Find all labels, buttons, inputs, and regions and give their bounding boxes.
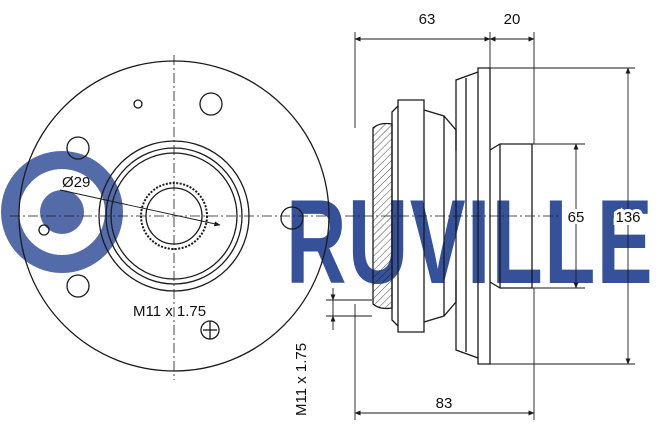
dim-83: 83 <box>436 395 453 412</box>
dim-20: 20 <box>504 11 521 28</box>
thread-label-side: M11 x 1.75 <box>293 343 310 416</box>
watermark: RUVILLE <box>1 151 654 309</box>
bolt-hole <box>280 206 304 230</box>
front-centerlines <box>10 55 326 380</box>
bolt-hole <box>199 92 223 116</box>
bolt-hole <box>66 274 90 298</box>
diameter-label: Ø29 <box>62 174 90 191</box>
dim-65: 65 <box>568 209 585 226</box>
dim-63: 63 <box>419 11 436 28</box>
watermark-logo-icon <box>1 151 123 273</box>
diameter-leader <box>59 189 221 227</box>
thread-label-front: M11 x 1.75 <box>133 303 206 320</box>
bolt-hole <box>66 136 90 160</box>
dim-136: 136 <box>615 209 640 226</box>
dimension-lines <box>326 32 635 420</box>
watermark-text: RUVILLE <box>286 175 654 309</box>
small-hole <box>133 99 143 109</box>
